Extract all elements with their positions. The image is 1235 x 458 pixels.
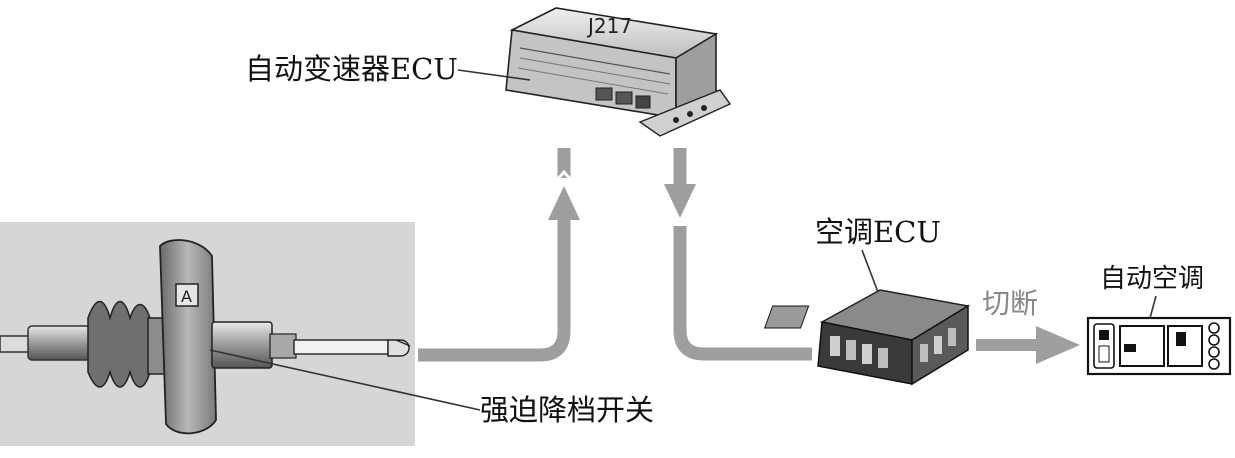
transmission-ecu-label: 自动变速器ECU (245, 52, 458, 86)
arrow-to-tcu-tail (557, 148, 571, 178)
tcu-leader-line (457, 69, 531, 81)
kickdown-switch-icon: A (0, 239, 411, 435)
arrow-to-auto-ac-head (1036, 326, 1080, 364)
ac-ecu-icon (763, 289, 971, 386)
arrow-to-ac-ecu (673, 226, 812, 361)
arrow-to-ac-ecu-tail (673, 148, 687, 188)
transmission-ecu-icon (505, 7, 732, 137)
auto-ac-leader-line (1149, 295, 1157, 319)
arrow-to-ac-ecu-head (664, 184, 696, 218)
cut-off-label: 切断 (982, 287, 1039, 320)
ac-control-panel-icon (1086, 316, 1232, 376)
kickdown-leader-line (209, 349, 481, 411)
arrow-to-tcu-head (548, 186, 580, 220)
auto-ac-label: 自动空调 (1100, 264, 1205, 294)
arrow-to-tcu (418, 215, 571, 362)
svg-text:A: A (181, 287, 192, 306)
transmission-ecu-code-label: J217 (588, 14, 633, 38)
kickdown-switch-label: 强迫降档开关 (480, 393, 655, 427)
ac-ecu-label: 空调ECU (815, 215, 941, 249)
arrow-to-auto-ac-tail (976, 339, 1038, 351)
